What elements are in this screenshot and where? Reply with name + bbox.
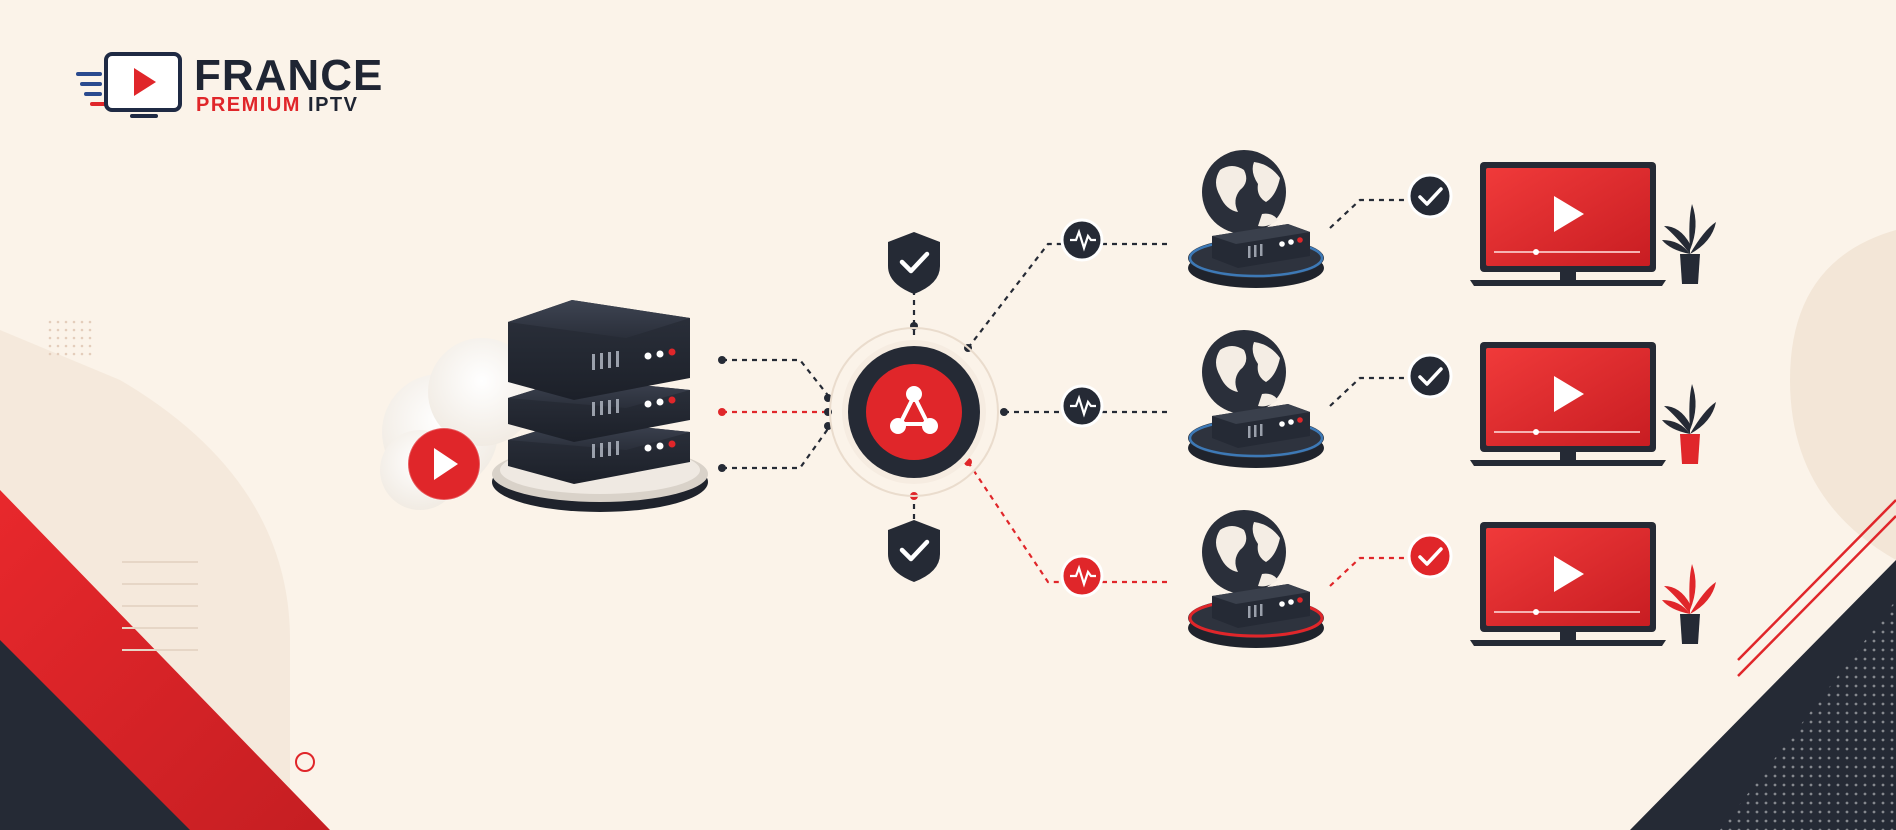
server-stack-icon [492, 300, 708, 512]
check-icon [1407, 353, 1453, 399]
plant-icon [1662, 204, 1716, 284]
pulse-icon [1060, 384, 1104, 428]
background-decor [0, 230, 1896, 830]
brand-tagline-premium: PREMIUM [196, 94, 301, 116]
plant-icon [1662, 564, 1716, 644]
brand-logo: FRANCE PREMIUM IPTV [76, 50, 436, 120]
shield-check-icon [888, 520, 940, 582]
plant-icon [1662, 384, 1716, 464]
brand-tagline-iptv: IPTV [308, 94, 359, 116]
globe-server-icon [1188, 510, 1324, 648]
check-icon [1407, 533, 1453, 579]
pulse-icon [1060, 554, 1104, 598]
tv-icon [1470, 342, 1666, 466]
check-icon [1407, 173, 1453, 219]
brand-tagline: PREMIUM IPTV [196, 94, 358, 116]
pulse-icon [1060, 218, 1104, 262]
play-icon [407, 427, 481, 501]
network-nodes-icon [829, 327, 999, 497]
logo-icon [76, 52, 182, 118]
brand-name: FRANCE [194, 51, 384, 100]
tv-icon [1470, 522, 1666, 646]
globe-server-icon [1188, 150, 1324, 288]
globe-server-icon [1188, 330, 1324, 468]
tv-icon [1470, 162, 1666, 286]
shield-check-icon [888, 232, 940, 294]
